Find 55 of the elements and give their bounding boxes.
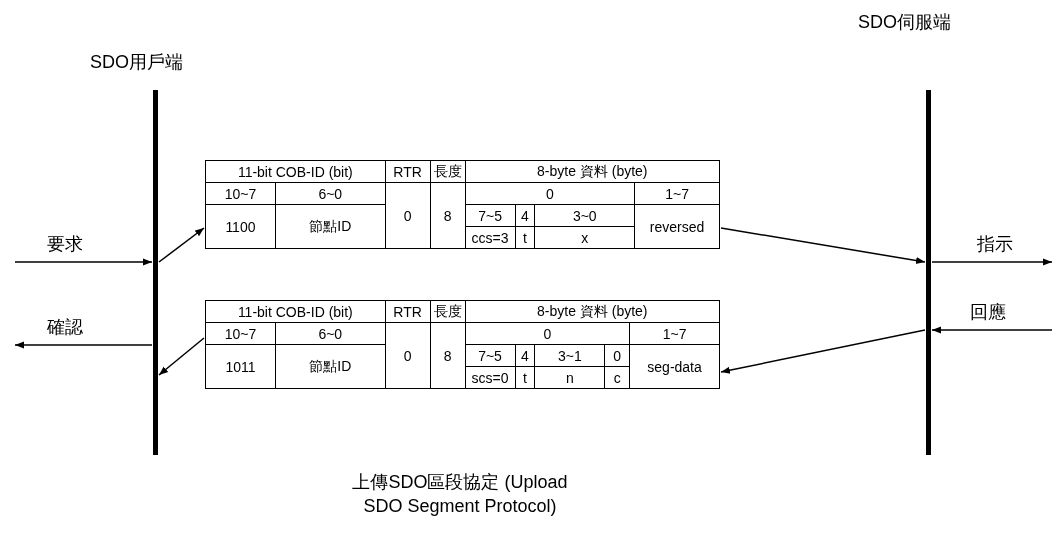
- table-cell: seg-data: [629, 344, 720, 389]
- table-cell: 10~7: [205, 322, 276, 345]
- table-cell: 1~7: [629, 322, 720, 345]
- table-cell: 4: [515, 344, 535, 367]
- table-cell: 8: [430, 182, 466, 249]
- message-label: 回應: [968, 300, 1008, 324]
- table-cell: 7~5: [465, 204, 516, 227]
- table-cell: 8: [430, 322, 466, 389]
- arrow: [931, 326, 1053, 334]
- table-cell: 3~1: [534, 344, 605, 367]
- table-cell: 1~7: [634, 182, 720, 205]
- participant-label: SDO用戶端: [90, 51, 183, 74]
- frame-table: [205, 160, 720, 249]
- header-cell: 長度: [430, 160, 466, 183]
- table-cell: 1100: [205, 204, 276, 249]
- arrow: [931, 258, 1053, 266]
- table-cell: scs=0: [465, 366, 515, 389]
- arrow: [158, 337, 205, 376]
- header-cell: 11-bit COB-ID (bit): [205, 160, 386, 183]
- table-cell: 4: [515, 204, 535, 227]
- participant-label: SDO伺服端: [858, 11, 951, 34]
- caption: 上傳SDO區段協定 (Upload SDO Segment Protocol): [351, 471, 569, 518]
- table-cell: 0: [465, 182, 635, 205]
- message-label: 要求: [45, 232, 85, 256]
- arrow: [720, 227, 926, 265]
- table-cell: 7~5: [465, 344, 515, 367]
- table-cell: ccs=3: [465, 226, 516, 249]
- table-cell: 1011: [205, 344, 276, 389]
- header-cell: 11-bit COB-ID (bit): [205, 300, 386, 323]
- table-cell: t: [515, 226, 535, 249]
- header-cell: RTR: [385, 300, 431, 323]
- table-cell: t: [515, 366, 535, 389]
- header-cell: 8-byte 資料 (byte): [465, 160, 720, 183]
- lifeline-bar: [926, 90, 931, 455]
- table-cell: 0: [604, 344, 630, 367]
- arrow: [14, 258, 153, 266]
- table-cell: 6~0: [275, 182, 386, 205]
- message-label: 確認: [45, 315, 85, 339]
- lifeline-bar: [153, 90, 158, 455]
- table-cell: reversed: [634, 204, 720, 249]
- table-cell: n: [534, 366, 605, 389]
- arrow: [720, 329, 926, 374]
- header-cell: 長度: [430, 300, 466, 323]
- table-cell: 0: [385, 322, 431, 389]
- arrow: [14, 341, 153, 349]
- table-cell: 3~0: [535, 204, 635, 227]
- table-cell: 0: [465, 322, 630, 345]
- message-label: 指示: [975, 232, 1015, 256]
- header-cell: RTR: [385, 160, 431, 183]
- table-cell: 0: [385, 182, 431, 249]
- arrow: [158, 227, 205, 263]
- frame-table: [205, 300, 720, 389]
- table-cell: 6~0: [275, 322, 386, 345]
- table-cell: 10~7: [205, 182, 276, 205]
- header-cell: 8-byte 資料 (byte): [465, 300, 720, 323]
